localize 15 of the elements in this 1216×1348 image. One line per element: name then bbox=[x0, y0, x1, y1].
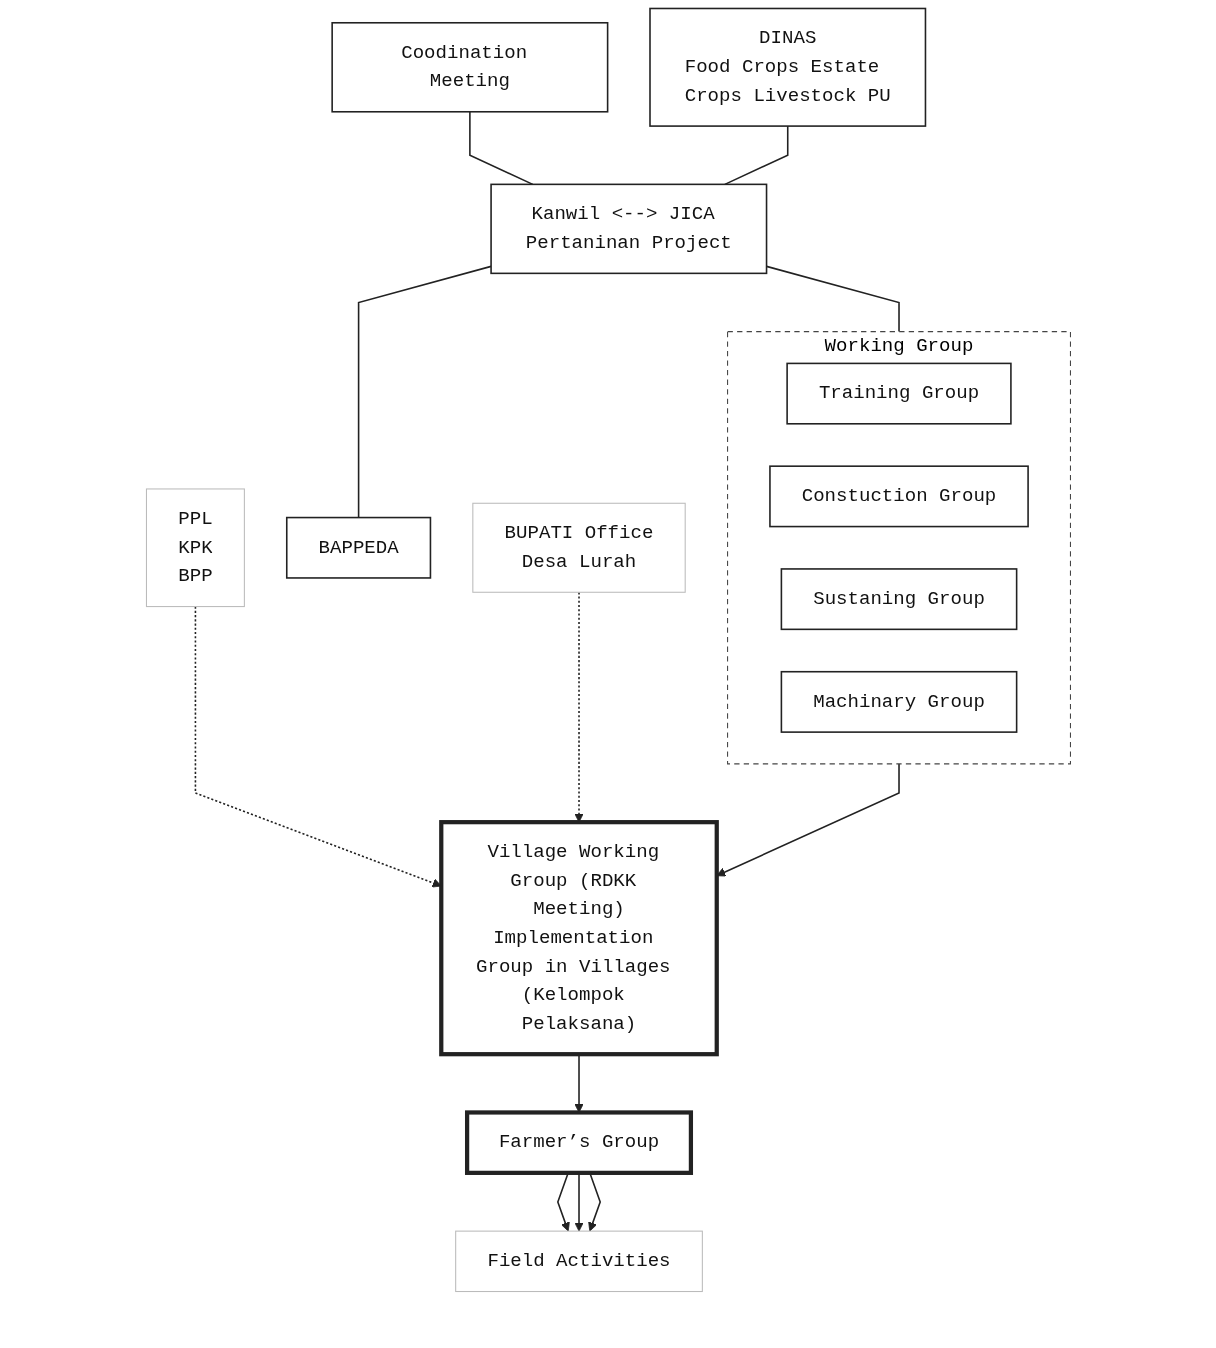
node-box: PPL KPK BPP bbox=[145, 488, 245, 608]
node-box: Coodination Meeting bbox=[330, 22, 608, 113]
node-box: Sustaning Group bbox=[780, 568, 1017, 631]
node-box: Kanwil <--> JICA Pertaninan Project bbox=[489, 183, 767, 275]
node-box: Constuction Group bbox=[768, 465, 1029, 528]
node-box: Machinary Group bbox=[780, 670, 1017, 733]
node-box: Village Working Group (RDKK Meeting) Implementation Group in Villages (Kelompok Pelaksana) bbox=[438, 820, 719, 1057]
node-box: Farmer’s Group bbox=[464, 1110, 693, 1175]
node-box: DINAS Food Crops Estate Crops Livestock PU bbox=[648, 7, 926, 127]
connector bbox=[723, 125, 789, 186]
connector bbox=[468, 111, 534, 186]
node-box: BAPPEDA bbox=[285, 516, 431, 579]
node-box: BUPATI Office Desa Lurah bbox=[471, 502, 686, 593]
node-box: Field Activities bbox=[454, 1230, 703, 1293]
node-box: Training Group bbox=[785, 362, 1012, 425]
